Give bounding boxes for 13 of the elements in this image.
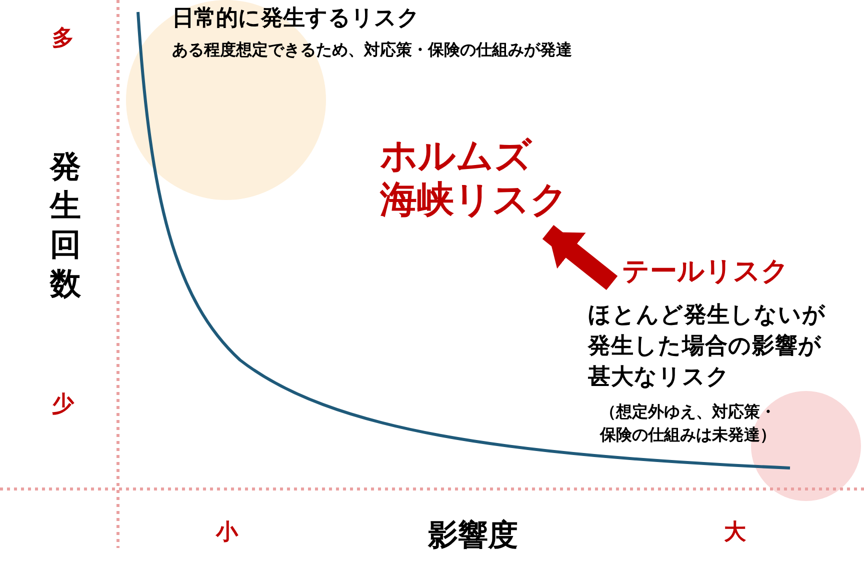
arrow — [542, 224, 618, 290]
description-text: ほとんど発生しないが発生した場合の影響が甚大なリスク — [588, 301, 827, 392]
highlight-title: テールリスク — [622, 256, 822, 288]
axis-tick-label: 多 — [52, 26, 74, 52]
axis-tick-label: 大 — [724, 520, 746, 546]
description-text: ある程度想定できるため、対応策・保険の仕組みが発達 — [172, 40, 572, 60]
axis-title: 発生回数 — [50, 148, 82, 304]
heading-text: 日常的に発生するリスク — [172, 6, 420, 32]
axis-tick-label: 小 — [216, 520, 238, 546]
note-text: （想定外ゆえ、対応策・保険の仕組みは未発達） — [600, 401, 776, 446]
axis-tick-label: 少 — [52, 392, 74, 418]
highlight-title: ホルムズ海峡リスク — [380, 134, 574, 223]
axis-title: 影響度 — [428, 518, 518, 554]
